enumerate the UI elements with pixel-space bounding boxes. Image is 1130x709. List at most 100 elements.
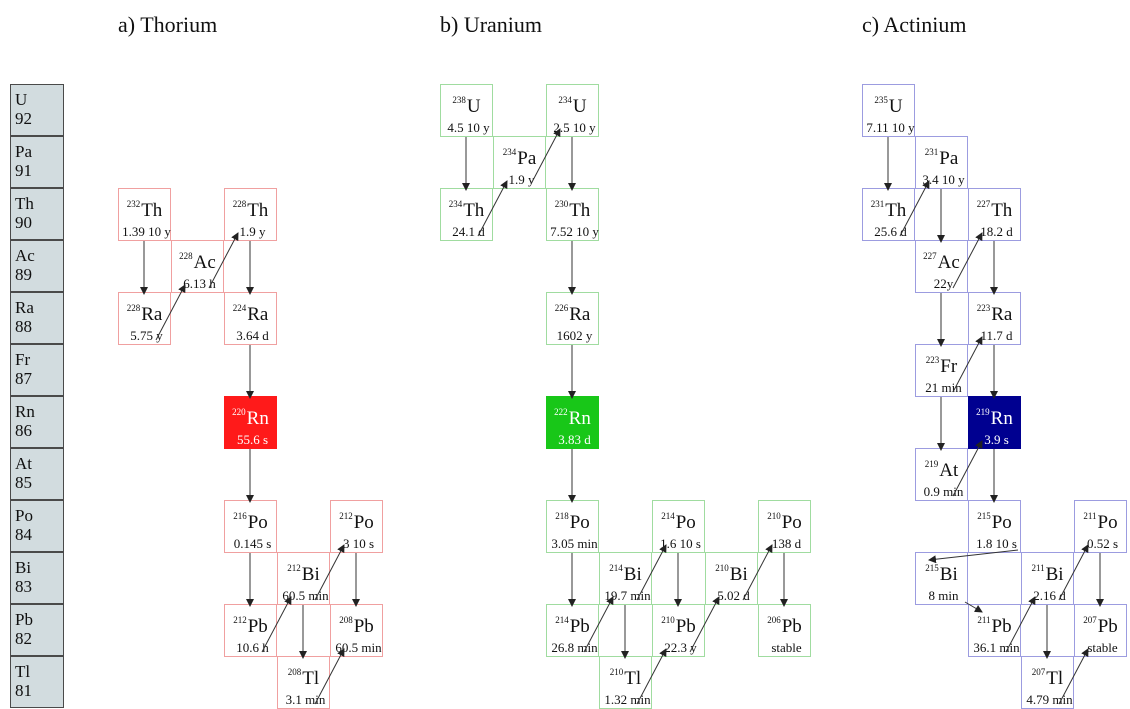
mass-number: 227 [976,199,991,209]
half-life: 1.9 y [508,172,535,187]
mass-number: 212 [339,511,353,521]
half-life: 1.39 10 y [122,224,171,239]
element-symbol: Ac [15,246,35,265]
decay-arrow [261,596,292,653]
mass-number: 211 [1031,563,1045,573]
nuclide-symbol: 234U [547,95,598,118]
mass-number: 234 [448,199,463,209]
element-symbol: Pa [939,148,959,169]
half-life: 8 min [928,588,959,603]
mass-number: 228 [232,199,247,209]
nuclide-symbol: 238U [441,95,492,118]
decay-arrow [899,180,930,237]
element-symbol: Tl [15,662,31,681]
nuclide-symbol: 227Th [969,199,1020,222]
mass-number: 231 [924,147,939,157]
decay-arrow [1058,544,1089,601]
element-symbol: Th [247,200,269,221]
element-symbol: Pb [1097,616,1118,637]
nuclide-symbol: 227Ac [916,251,967,274]
nuclide-symbol: 210Tl [600,667,651,690]
nuclide-symbol: 214Po [653,511,704,534]
element-symbol: Po [247,512,268,533]
nuclide-symbol: 219Rn [969,407,1020,430]
nuclide-symbol: 220Rn [225,407,276,430]
nuclide-symbol: 211Po [1075,511,1126,534]
decay-arrow [689,596,720,653]
nuclide-symbol: 208Tl [278,667,329,690]
mass-number: 228 [179,251,193,261]
element-symbol: Pb [675,616,696,637]
mass-number: 218 [555,511,569,521]
nuclide-symbol: 223Ra [969,303,1020,326]
element-symbol: Tl [302,668,320,689]
decay-arrow [1058,648,1089,705]
half-life: 22.3 y [664,640,697,655]
mass-number: 214 [609,563,623,573]
mass-number: 212 [233,615,247,625]
decay-arrow [583,596,614,653]
half-life: 2.5 10 y [553,120,596,135]
half-life: 1.9 y [239,224,266,239]
half-life: 0.52 s [1086,536,1119,551]
element-symbol: Ac [937,252,960,273]
mass-number: 210 [767,511,781,521]
element-symbol: Th [463,200,485,221]
half-life: 7.11 10 y [866,120,915,135]
nuclide-symbol: 231Pa [916,147,967,170]
element-symbol: Bi [301,564,320,585]
nuclide-symbol: 228Ra [119,303,170,326]
element-symbol: Po [569,512,590,533]
element-symbol: Ac [193,252,216,273]
nuclide-symbol: 212Po [331,511,382,534]
mass-number: 214 [661,511,675,521]
mass-number: 238 [452,95,466,105]
half-life: 2.16 d [1033,588,1066,603]
atomic-number: 89 [15,265,32,284]
element-symbol: Pa [15,142,32,161]
half-life: 0.145 s [233,536,272,551]
half-life: 1602 y [556,328,593,343]
decay-arrow [208,232,239,289]
element-symbol: Th [991,200,1013,221]
nuclide-symbol: 207Pb [1075,615,1126,638]
mass-number: 210 [661,615,675,625]
atomic-number: 86 [15,421,32,440]
half-life: 11.7 d [980,328,1013,343]
decay-arrow [952,440,983,497]
half-life: 26.8 min [551,640,598,655]
mass-number: 234 [558,95,572,105]
element-symbol: Th [569,200,591,221]
element-symbol: Fr [15,350,31,369]
nuclide-symbol: 235U [863,95,914,118]
half-life: 7.52 10 y [550,224,599,239]
element-symbol: Po [675,512,696,533]
nuclide-symbol: 218Po [547,511,598,534]
element-symbol: Po [1097,512,1118,533]
nuclide-symbol: 212Bi [278,563,329,586]
mass-number: 219 [976,407,990,417]
half-life: stable [1087,640,1118,655]
decay-arrow [928,549,1019,564]
half-life: 1.8 10 s [976,536,1017,551]
half-life: 60.5 min [335,640,382,655]
nuclide-symbol: 211Bi [1022,563,1073,586]
element-symbol: Bi [15,558,32,577]
element-symbol: Po [991,512,1012,533]
decay-arrow [636,544,667,601]
title-uranium: b) Uranium [440,12,543,37]
mass-number: 207 [1031,667,1046,677]
